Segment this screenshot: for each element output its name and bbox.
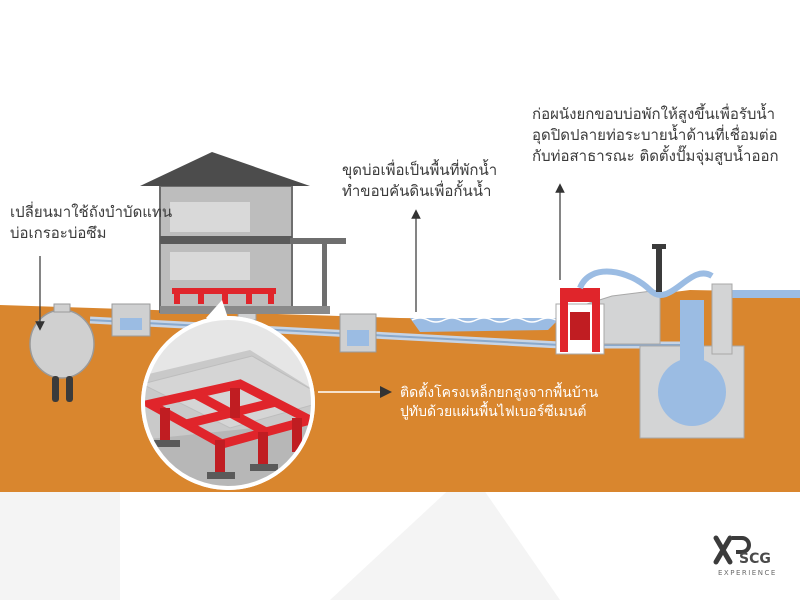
annotation-line: ติดตั้งโครงเหล็กยกสูงจากพื้นบ้าน xyxy=(400,385,599,401)
chamber-water xyxy=(120,318,142,330)
tank-leg xyxy=(66,376,73,402)
house-window xyxy=(170,202,250,232)
house-window xyxy=(170,252,250,280)
steel-frame-leg xyxy=(246,294,252,304)
chamber-water xyxy=(347,330,369,346)
annotation-line: อุดปิดปลายท่อระบายน้ำด้านที่เชื่อมต่อ xyxy=(532,126,778,144)
drain-well-neck xyxy=(680,300,704,370)
xp-logo-mark xyxy=(713,535,751,565)
background-shape xyxy=(330,470,560,600)
steel-frame-leg xyxy=(268,294,274,304)
annotation-line: ขุดบ่อเพื่อเป็นพื้นที่พักน้ำ xyxy=(342,161,498,179)
logo-subtitle: EXPERIENCE xyxy=(718,569,777,577)
house-floor-slab xyxy=(160,236,292,244)
annotation-septic-tank: เปลี่ยนมาใช้ถังบำบัดแทน บ่อเกรอะบ่อซึม xyxy=(10,202,172,244)
vent-pipe-cap xyxy=(652,244,666,249)
logo-brand: SCG xyxy=(739,551,771,567)
pump-frame xyxy=(560,288,568,352)
annotation-steel-frame: ติดตั้งโครงเหล็กยกสูงจากพื้นบ้าน ปูทับด้… xyxy=(400,384,598,422)
steel-frame-leg xyxy=(222,294,228,304)
pump-frame xyxy=(560,288,600,302)
drain-well-water xyxy=(658,358,726,426)
house xyxy=(140,152,346,314)
steel-frame-leg xyxy=(174,294,180,304)
carport-roof xyxy=(290,238,346,244)
zoom-circle-ring xyxy=(141,316,315,490)
drain-riser xyxy=(711,283,733,355)
steel-frame-leg xyxy=(198,294,204,304)
pump-discharge-hose xyxy=(577,268,714,298)
pond-waves xyxy=(411,317,557,323)
carport-post xyxy=(322,244,327,308)
annotation-line: เปลี่ยนมาใช้ถังบำบัดแทน xyxy=(10,203,173,221)
annotation-line: กับท่อสาธารณะ ติดตั้งปั๊มจุ่มสูบน้ำออก xyxy=(532,147,779,165)
tank-lid xyxy=(53,303,71,313)
submersible-pump xyxy=(570,312,590,340)
scg-experience-logo: SCG EXPERIENCE xyxy=(712,532,792,584)
annotation-line: บ่อเกรอะบ่อซึม xyxy=(10,224,107,242)
annotation-retention-pond: ขุดบ่อเพื่อเป็นพื้นที่พักน้ำ ทำขอบคันดิน… xyxy=(342,160,497,202)
river-water xyxy=(730,290,800,298)
annotation-line: ทำขอบคันดินเพื่อกั้นน้ำ xyxy=(342,182,492,200)
annotation-wall-and-pump: ก่อผนังยกขอบบ่อพักให้สูงขึ้นเพื่อรับน้ำ … xyxy=(532,104,779,167)
pump-frame xyxy=(592,288,600,352)
retention-pond-water xyxy=(410,318,560,332)
annotation-line: ปูทับด้วยแผ่นพื้นไฟเบอร์ซีเมนต์ xyxy=(400,404,587,420)
house-foundation xyxy=(160,306,330,314)
tank-leg xyxy=(52,376,59,402)
house-roof xyxy=(140,152,310,186)
steel-frame-beam xyxy=(172,288,276,294)
vent-pipe xyxy=(656,244,662,292)
annotation-line: ก่อผนังยกขอบบ่อพักให้สูงขึ้นเพื่อรับน้ำ xyxy=(532,105,776,123)
